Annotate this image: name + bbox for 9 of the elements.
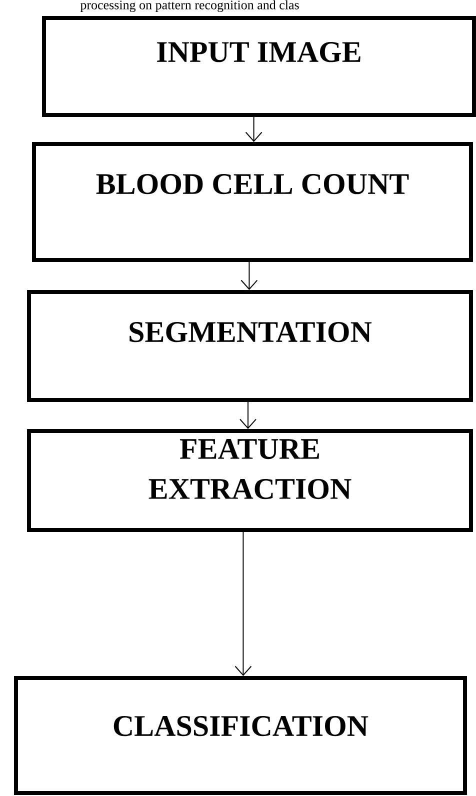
arrow: [245, 116, 262, 142]
process-box: INPUT IMAGE: [42, 16, 476, 117]
arrow: [234, 532, 252, 676]
arrow: [240, 402, 256, 429]
arrow: [240, 262, 258, 290]
process-box: CLASSIFICATION: [14, 676, 467, 795]
process-box: FEATURE EXTRACTION: [27, 429, 473, 532]
process-box: SEGMENTATION: [27, 290, 473, 402]
process-box: BLOOD CELL COUNT: [32, 142, 473, 262]
